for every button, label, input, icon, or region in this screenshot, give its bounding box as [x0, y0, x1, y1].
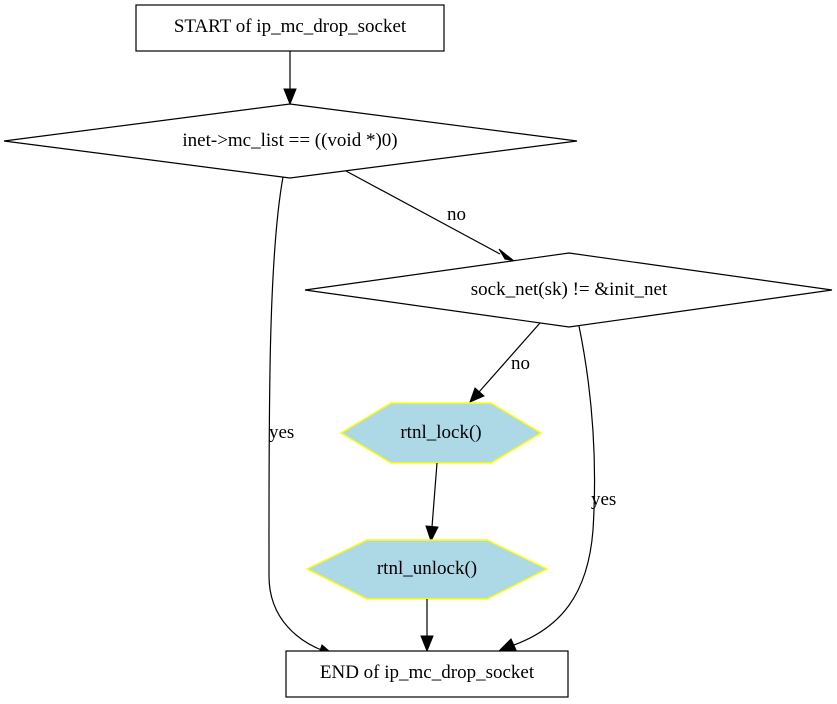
edge-unlock-to-end	[420, 599, 434, 653]
end-node-label: END of ip_mc_drop_socket	[320, 662, 535, 683]
edge-start-to-mc-list	[283, 51, 297, 106]
decision-mc-list-label: inet->mc_list == ((void *)0)	[182, 130, 397, 151]
start-node: START of ip_mc_drop_socket	[135, 4, 445, 52]
edge-lock-to-unlock	[425, 462, 439, 543]
rtnl-unlock-node: rtnl_unlock()	[305, 539, 549, 600]
rtnl-unlock-label: rtnl_unlock()	[377, 558, 477, 579]
rtnl-lock-label: rtnl_lock()	[400, 422, 481, 443]
decision-mc-list-node: inet->mc_list == ((void *)0)	[3, 103, 578, 179]
edge-mc-list-no-label: no	[447, 204, 466, 225]
start-node-label: START of ip_mc_drop_socket	[174, 16, 407, 37]
edge-sock-net-yes: yes	[496, 325, 616, 653]
decision-sock-net-node: sock_net(sk) != &init_net	[304, 252, 833, 328]
edge-mc-list-yes-label: yes	[269, 422, 294, 443]
rtnl-lock-node: rtnl_lock()	[339, 402, 543, 464]
edge-sock-net-no-label: no	[511, 353, 530, 374]
edge-sock-net-no: no	[469, 322, 541, 403]
end-node: END of ip_mc_drop_socket	[285, 650, 569, 698]
edge-mc-list-yes: yes	[268, 176, 338, 658]
edge-mc-list-no: no	[345, 170, 515, 262]
decision-sock-net-label: sock_net(sk) != &init_net	[471, 279, 668, 300]
edge-sock-net-yes-label: yes	[591, 489, 616, 510]
